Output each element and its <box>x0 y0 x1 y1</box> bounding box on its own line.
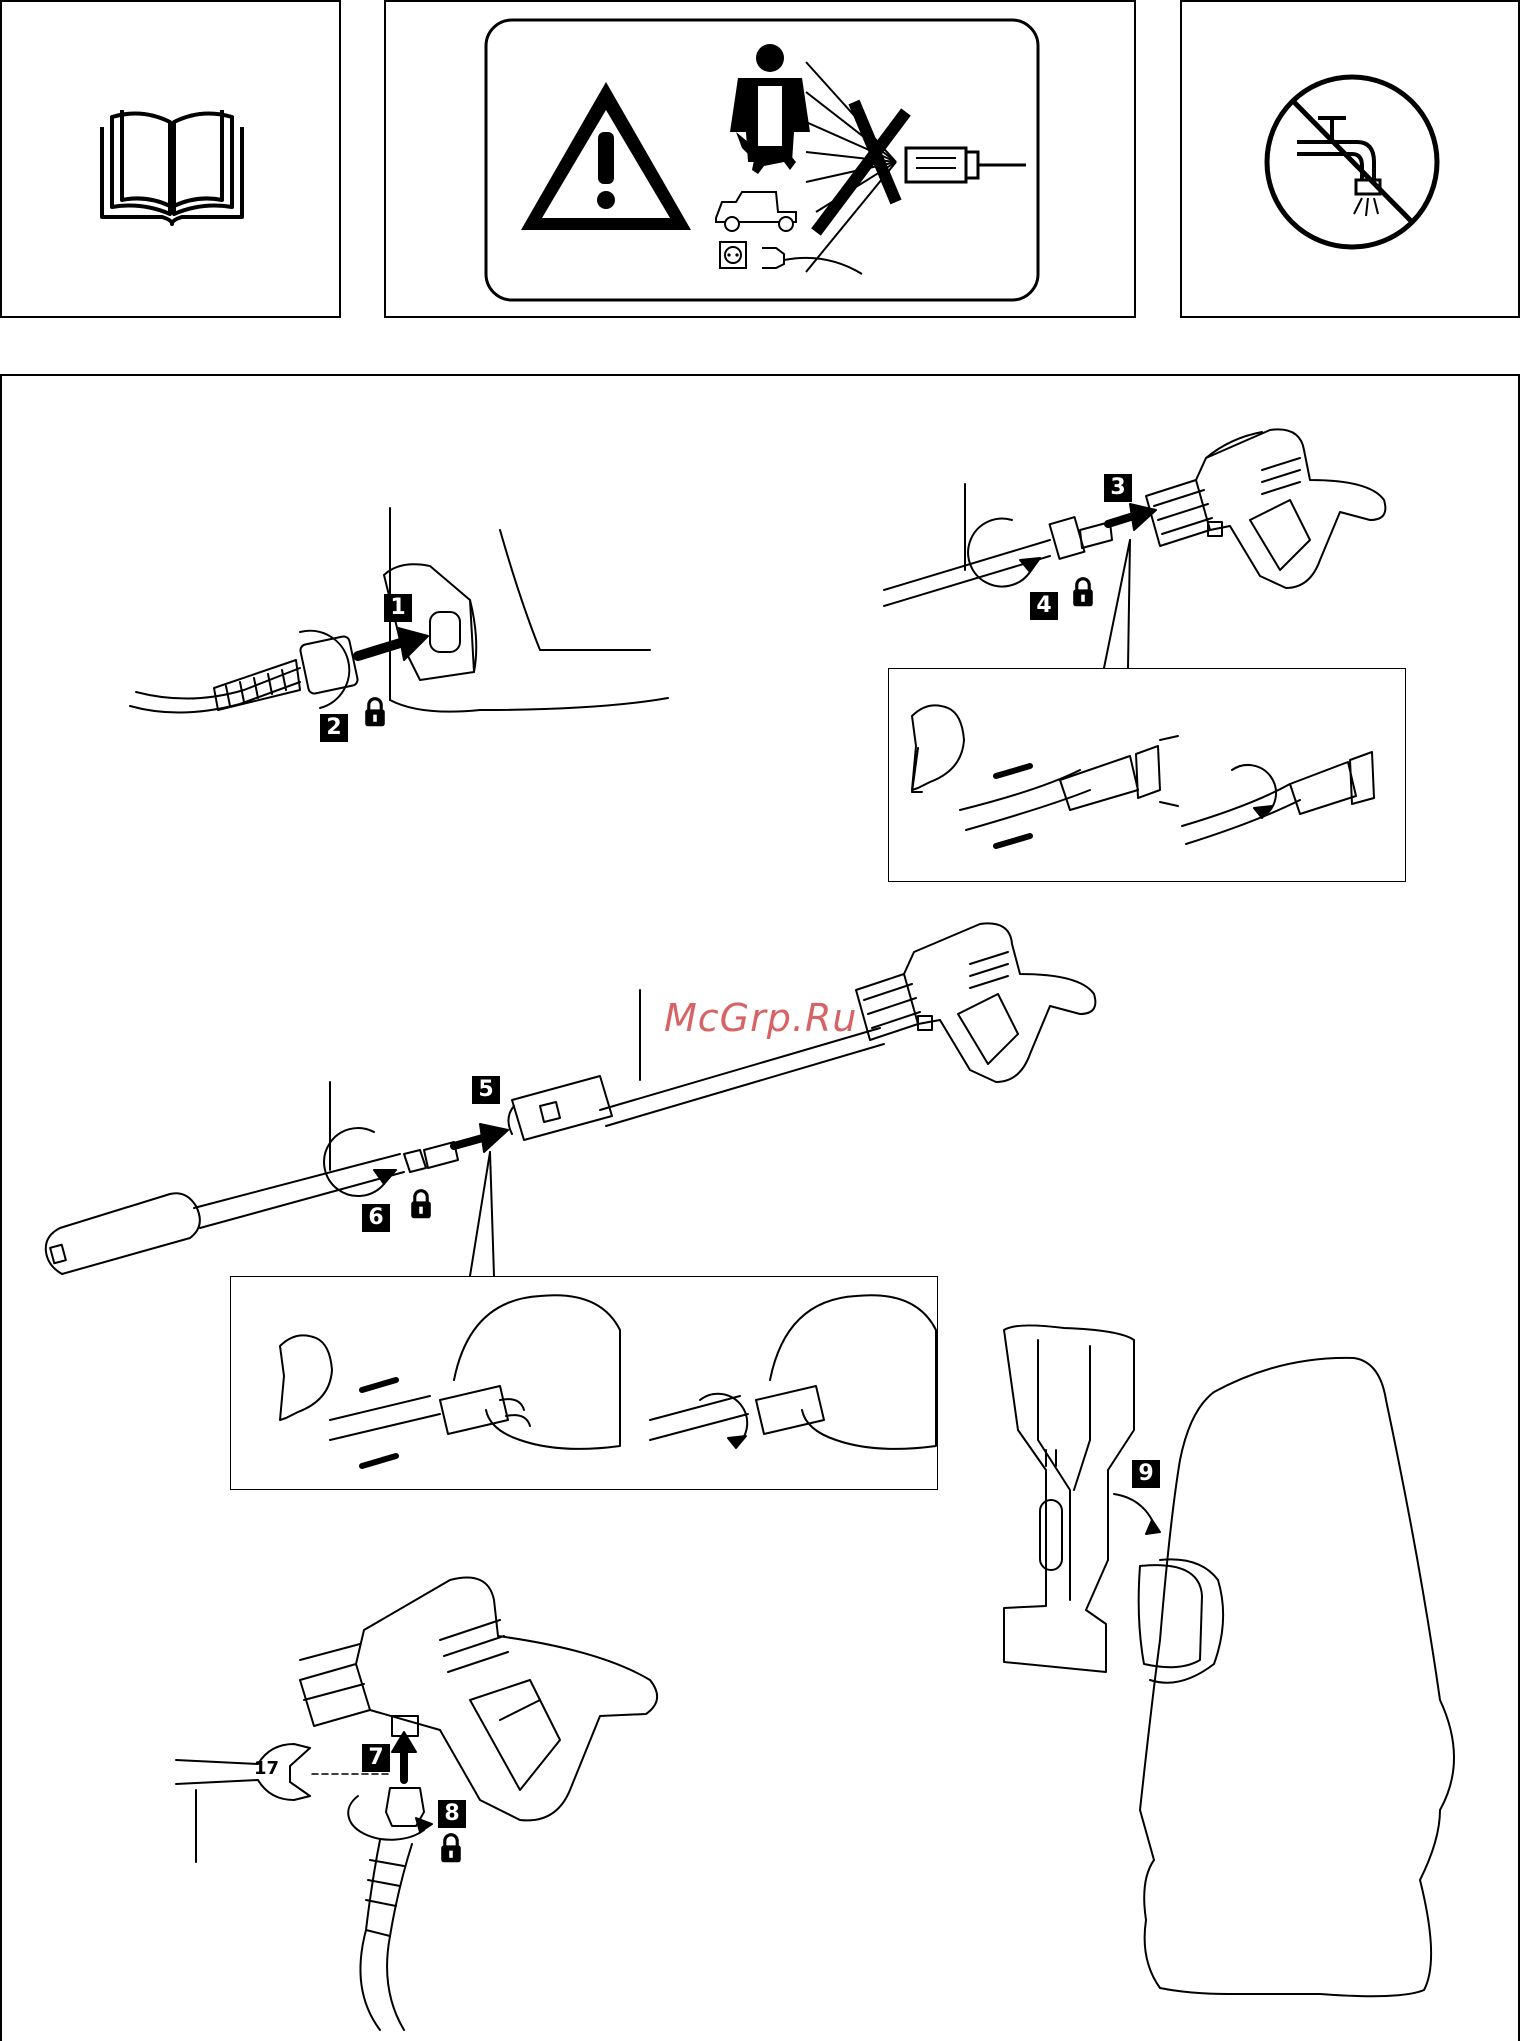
lock-icon <box>408 1188 434 1220</box>
step-2-badge: 2 <box>320 714 348 742</box>
gun-hose-connection-illustration <box>176 1578 657 2031</box>
step-1-badge: 1 <box>384 594 412 622</box>
wrench-size-label: 17 <box>254 1758 279 1779</box>
gun-holder-mounting-illustration <box>1004 1325 1454 1996</box>
callout-box-lance-push-twist <box>888 668 1406 882</box>
callout-box-nozzle-push-twist <box>230 1276 938 1490</box>
nozzle-lance-connection-illustration <box>46 923 1096 1276</box>
step-8-badge: 8 <box>438 1800 466 1828</box>
step-7-badge: 7 <box>362 1744 390 1772</box>
lock-icon <box>1070 576 1096 608</box>
lock-icon <box>438 1832 464 1864</box>
lock-icon <box>362 696 388 728</box>
step-9-badge: 9 <box>1132 1460 1160 1488</box>
step-4-badge: 4 <box>1030 592 1058 620</box>
step-3-badge: 3 <box>1104 474 1132 502</box>
watermark-text: McGrp.Ru <box>664 996 857 1040</box>
step-6-badge: 6 <box>362 1204 390 1232</box>
step-5-badge: 5 <box>472 1076 500 1104</box>
lance-gun-connection-illustration <box>884 429 1385 668</box>
